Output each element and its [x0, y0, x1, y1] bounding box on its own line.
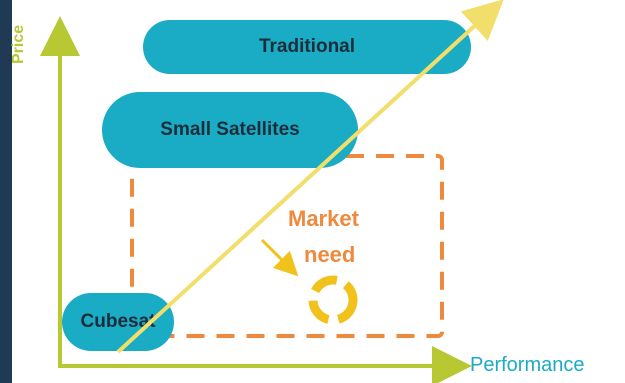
market-need-line1: Market — [288, 206, 359, 231]
down-right-arrow-icon — [260, 238, 299, 277]
y-axis-label: Price — [10, 24, 27, 64]
market-need-line2: need — [304, 242, 356, 267]
traditional-label: Traditional — [258, 36, 356, 57]
cubesat-label: Cubesat — [80, 311, 156, 332]
price-performance-diagonal — [116, 0, 504, 354]
small-satellites-box: Small Satellites — [102, 92, 358, 168]
cycle-arrows-icon — [308, 275, 358, 325]
small-satellites-label: Small Satellites — [160, 119, 300, 140]
x-axis-label: Performance — [470, 354, 585, 376]
traditional-box: Traditional — [143, 20, 471, 74]
cubesat-box: Cubesat — [62, 293, 174, 351]
